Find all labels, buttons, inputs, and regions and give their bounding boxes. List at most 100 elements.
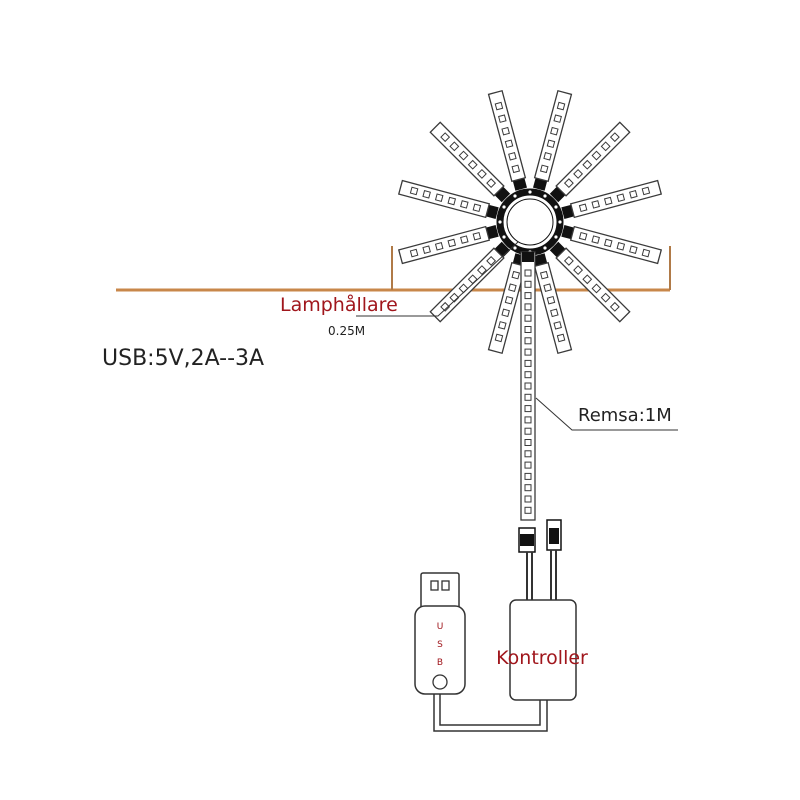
arm-led: [641, 186, 651, 196]
arm-connector: [549, 241, 566, 258]
arm-led: [501, 308, 510, 318]
led-strip: [520, 251, 536, 521]
arm-led: [511, 164, 521, 174]
starburst-lamp: [397, 89, 663, 355]
arm-led: [494, 101, 504, 111]
usb-pin-slot-right: [441, 580, 450, 591]
hub-led: [554, 235, 558, 239]
arm-strip: [555, 247, 631, 323]
arm-led: [447, 196, 457, 206]
arm-strip: [555, 121, 631, 197]
arm-led: [591, 235, 600, 244]
arm-connector: [494, 186, 511, 203]
mounting-shelf: [116, 246, 671, 292]
arm-led: [629, 245, 638, 254]
starburst-arm: [429, 241, 511, 323]
arm-led: [563, 255, 574, 266]
strip-led: [524, 495, 532, 503]
strip-led: [524, 472, 532, 480]
strip-led: [524, 506, 532, 514]
connector-right-body: [549, 528, 559, 544]
usb-letter-s: S: [437, 640, 443, 650]
arm-led: [501, 126, 510, 136]
arm-led: [582, 159, 593, 170]
arm-connector: [561, 204, 575, 219]
strip-led: [524, 314, 532, 322]
starburst-arm: [561, 179, 663, 219]
lamp-holder-label: Lamphållare: [280, 293, 398, 316]
arm-led: [539, 164, 549, 174]
arm-led: [582, 274, 593, 285]
arm-strip: [569, 179, 663, 219]
strip-led: [524, 303, 532, 311]
starburst-arm: [397, 225, 499, 265]
arm-led: [550, 126, 559, 136]
strip-led: [524, 405, 532, 413]
arm-led: [543, 283, 552, 292]
strip-led: [524, 450, 532, 458]
arm-led: [578, 203, 588, 213]
hub-led: [554, 205, 558, 209]
hub-led: [513, 194, 517, 198]
arm-connector: [533, 253, 548, 267]
arm-led: [609, 301, 620, 312]
arm-led: [449, 141, 460, 152]
arm-led: [591, 200, 600, 209]
arm-led: [600, 292, 611, 303]
arm-led: [422, 190, 431, 199]
arm-led: [440, 301, 451, 312]
arm-led: [556, 333, 566, 343]
strip-led: [524, 439, 532, 446]
starburst-arm: [397, 179, 499, 219]
hub-led: [502, 235, 506, 239]
arm-led: [563, 178, 574, 189]
usb-plug-head: [420, 572, 460, 609]
starburst-arm: [533, 89, 573, 191]
arm-connector: [533, 177, 548, 191]
arm-led: [460, 235, 469, 244]
lamp-holder-length-label: 0.25M: [328, 324, 365, 338]
arm-led: [460, 200, 469, 209]
arm-connector: [549, 186, 566, 203]
controller-label: Kontroller: [496, 647, 588, 669]
arm-led: [603, 196, 613, 206]
arm-led: [504, 295, 514, 305]
arm-strip: [397, 179, 491, 219]
arm-led: [458, 150, 469, 161]
arm-led: [546, 139, 556, 149]
arm-led: [629, 190, 638, 199]
strip-connector: [518, 519, 562, 602]
arm-strip: [429, 121, 505, 197]
strip-led: [524, 348, 532, 356]
arm-led: [591, 283, 602, 294]
arm-strip: [533, 261, 573, 355]
arm-led: [422, 245, 431, 254]
arm-led: [476, 168, 487, 179]
strip-led: [524, 292, 532, 300]
arm-led: [472, 231, 482, 241]
arm-led: [508, 152, 517, 161]
arm-led: [553, 321, 562, 330]
arm-led: [609, 132, 620, 143]
arm-led: [508, 283, 517, 292]
hub-led: [498, 220, 502, 224]
starburst-arm: [549, 121, 631, 203]
arm-led: [550, 308, 559, 318]
arm-connector: [485, 204, 499, 219]
strip-label: Remsa:1M: [578, 405, 672, 426]
arm-led: [578, 231, 588, 241]
starburst-arm: [487, 89, 527, 191]
hub-led: [513, 246, 517, 250]
strip-led: [524, 359, 532, 367]
controller-box: [509, 599, 577, 701]
hub-led: [558, 220, 562, 224]
arm-led: [573, 168, 584, 179]
strip-led: [524, 461, 532, 469]
arm-led: [486, 255, 497, 266]
arm-strip: [487, 89, 527, 183]
strip-led: [524, 337, 532, 345]
usb-cable-inner: [439, 694, 541, 726]
arm-connector: [512, 177, 527, 191]
arm-led: [440, 132, 451, 143]
